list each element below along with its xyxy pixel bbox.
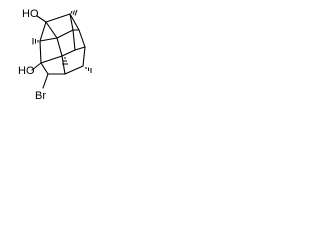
bond-to-bromine	[42, 73, 49, 89]
bond	[72, 29, 76, 51]
hashed-wedge-bond	[62, 57, 68, 65]
hydroxyl-label-lower: HO	[18, 65, 35, 77]
hydroxyl-label-top: HO	[22, 8, 39, 20]
bond-to-hydroxyl	[31, 62, 42, 71]
bond	[45, 21, 58, 39]
bond	[40, 55, 63, 64]
hashed-wedges	[32, 9, 92, 73]
bond	[69, 13, 74, 31]
bond	[61, 55, 66, 75]
bond	[39, 21, 47, 42]
bond	[74, 46, 86, 51]
bromine-label: Br	[35, 90, 46, 102]
bond-skeleton	[31, 13, 86, 89]
bond	[64, 65, 84, 75]
hashed-wedge-bond	[85, 67, 92, 73]
bond	[56, 37, 63, 57]
bond	[61, 49, 76, 57]
bond	[45, 13, 71, 23]
hashed-wedge-bond	[70, 9, 78, 16]
bond	[78, 29, 86, 48]
hashed-wedge-bond	[32, 38, 39, 45]
bond	[40, 62, 49, 75]
bond	[82, 46, 86, 67]
bond	[56, 29, 74, 39]
bond-to-hydroxyl	[36, 15, 47, 23]
molecule-structure: HO HO Br	[18, 8, 92, 102]
bond	[69, 13, 80, 31]
bond	[39, 40, 42, 64]
bond	[39, 37, 58, 42]
